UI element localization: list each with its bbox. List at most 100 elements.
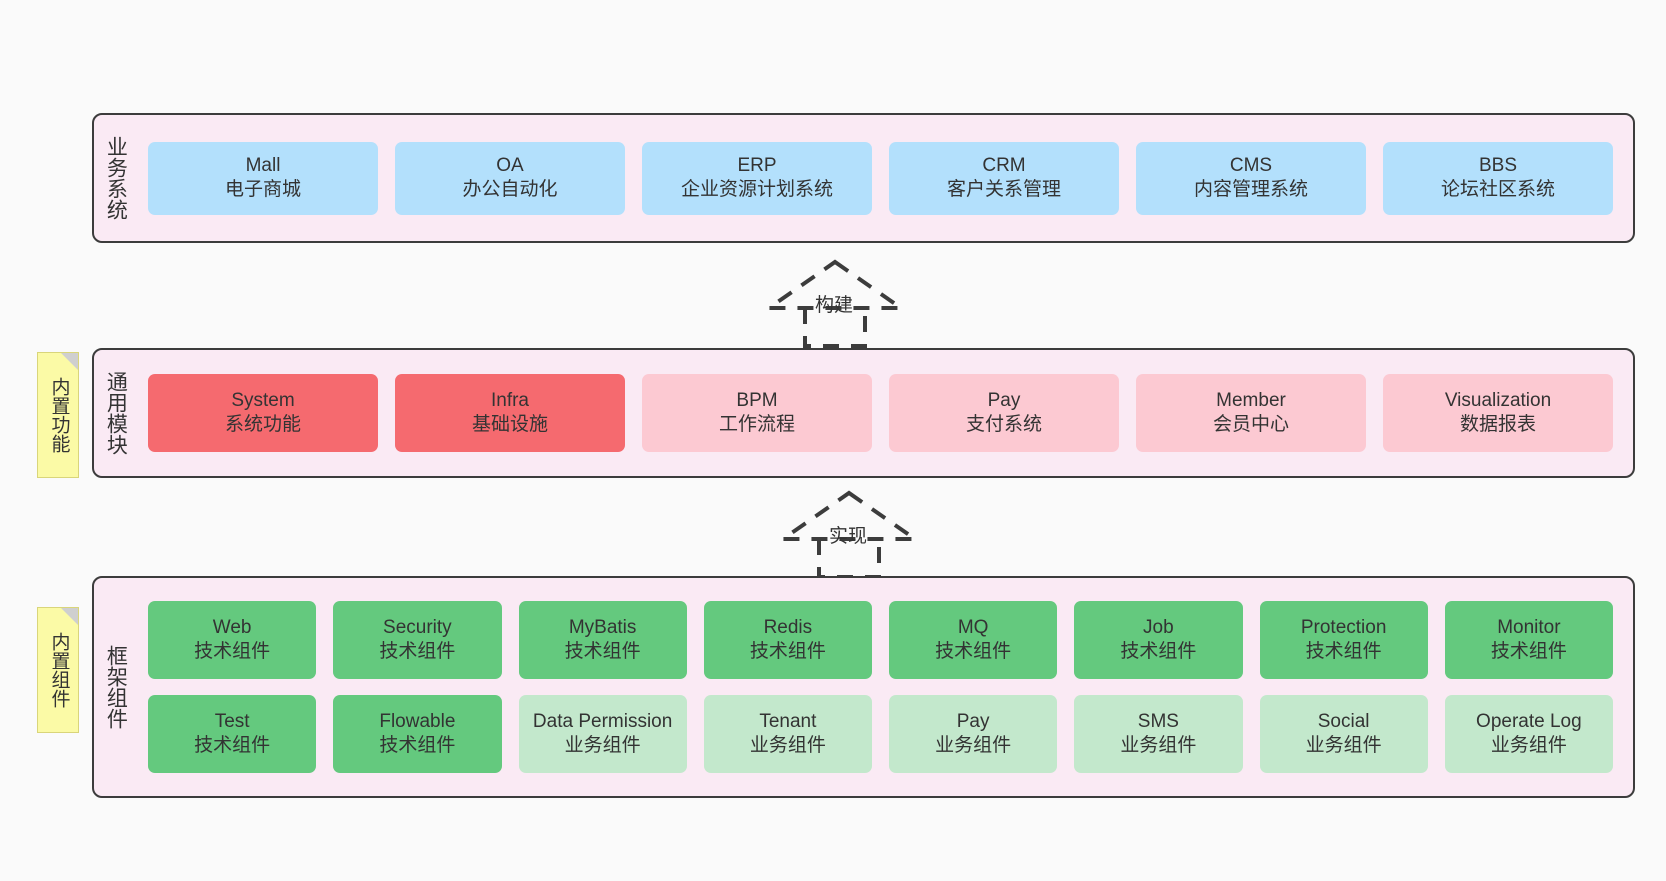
module-card-test[interactable]: Test 技术组件	[148, 695, 317, 773]
module-card-erp[interactable]: ERP 企业资源计划系统	[642, 141, 872, 215]
card-name: OA	[496, 154, 524, 176]
modules-row: System 系统功能 Infra 基础设施 BPM 工作流程 Pay 支付系统…	[148, 374, 1613, 452]
card-name: Redis	[763, 616, 813, 638]
module-card-operate-log[interactable]: Operate Log 业务组件	[1444, 695, 1613, 773]
module-card-cms[interactable]: CMS 内容管理系统	[1136, 141, 1366, 215]
card-name: Monitor	[1497, 616, 1561, 638]
module-card-mybatis[interactable]: MyBatis 技术组件	[518, 601, 687, 679]
layer-title-modules: 通用模块	[104, 371, 128, 455]
sticky-note-label: 内置功能	[48, 377, 70, 453]
card-desc: 技术组件	[194, 735, 271, 756]
card-name: BBS	[1478, 154, 1518, 176]
module-card-system[interactable]: System 系统功能	[148, 374, 378, 452]
sticky-note-builtin-features: 内置功能	[37, 352, 79, 478]
module-card-sms[interactable]: SMS 业务组件	[1074, 695, 1243, 773]
card-desc: 技术组件	[1305, 641, 1382, 662]
module-card-bbs[interactable]: BBS 论坛社区系统	[1383, 141, 1613, 215]
card-name: Test	[214, 710, 250, 732]
module-card-pay[interactable]: Pay 支付系统	[889, 374, 1119, 452]
card-name: Flowable	[379, 710, 456, 732]
card-desc: 技术组件	[935, 641, 1012, 662]
card-name: Mall	[245, 154, 281, 176]
module-card-member[interactable]: Member 会员中心	[1136, 374, 1366, 452]
module-card-monitor[interactable]: Monitor 技术组件	[1444, 601, 1613, 679]
module-card-visualization[interactable]: Visualization 数据报表	[1383, 374, 1613, 452]
card-desc: 办公自动化	[462, 179, 558, 200]
card-desc: 技术组件	[379, 641, 456, 662]
card-desc: 业务组件	[564, 735, 641, 756]
module-card-infra[interactable]: Infra 基础设施	[395, 374, 625, 452]
card-name: ERP	[737, 154, 777, 176]
card-desc: 技术组件	[194, 641, 271, 662]
layer-framework-components: 框架组件 Web 技术组件 Security 技术组件 MyBatis 技术组件…	[92, 576, 1635, 798]
connector-label-build: 构建	[815, 295, 854, 316]
card-desc: 系统功能	[224, 414, 301, 435]
card-name: MQ	[957, 616, 989, 638]
card-desc: 企业资源计划系统	[680, 179, 833, 200]
card-name: Tenant	[759, 710, 817, 732]
card-desc: 电子商城	[224, 179, 301, 200]
card-desc: 论坛社区系统	[1440, 179, 1555, 200]
card-desc: 技术组件	[749, 641, 826, 662]
module-card-protection[interactable]: Protection 技术组件	[1259, 601, 1428, 679]
card-name: Pay	[987, 389, 1021, 411]
business-row: Mall 电子商城 OA 办公自动化 ERP 企业资源计划系统 CRM 客户关系…	[148, 141, 1613, 215]
card-name: CMS	[1229, 154, 1273, 176]
card-name: SMS	[1137, 710, 1179, 732]
layer-business-systems: 业务系统 Mall 电子商城 OA 办公自动化 ERP 企业资源计划系统 CRM…	[92, 113, 1635, 243]
card-desc: 业务组件	[1490, 735, 1567, 756]
layer-body-framework: Web 技术组件 Security 技术组件 MyBatis 技术组件 Redi…	[136, 578, 1633, 796]
card-name: Pay	[956, 710, 990, 732]
card-name: Job	[1143, 616, 1174, 638]
card-name: Operate Log	[1476, 710, 1582, 732]
card-desc: 技术组件	[379, 735, 456, 756]
card-desc: 业务组件	[1305, 735, 1382, 756]
card-desc: 客户关系管理	[946, 179, 1061, 200]
module-card-pay-business[interactable]: Pay 业务组件	[889, 695, 1058, 773]
module-card-social[interactable]: Social 业务组件	[1259, 695, 1428, 773]
layer-title-business: 业务系统	[104, 136, 128, 220]
card-name: Security	[383, 616, 452, 638]
card-desc: 技术组件	[1490, 641, 1567, 662]
module-card-flowable[interactable]: Flowable 技术组件	[333, 695, 502, 773]
card-name: CRM	[982, 154, 1026, 176]
card-desc: 支付系统	[965, 414, 1042, 435]
card-desc: 基础设施	[471, 414, 548, 435]
module-card-bpm[interactable]: BPM 工作流程	[642, 374, 872, 452]
card-name: Data Permission	[532, 710, 673, 732]
card-name: System	[231, 389, 295, 411]
card-desc: 数据报表	[1459, 414, 1536, 435]
card-name: Protection	[1300, 616, 1387, 638]
connector-label-implement: 实现	[829, 526, 868, 547]
card-name: Visualization	[1444, 389, 1552, 411]
module-card-mq[interactable]: MQ 技术组件	[889, 601, 1058, 679]
framework-row-business: Test 技术组件 Flowable 技术组件 Data Permission …	[148, 695, 1613, 773]
sticky-note-builtin-components: 内置组件	[37, 607, 79, 733]
card-desc: 技术组件	[564, 641, 641, 662]
card-desc: 内容管理系统	[1193, 179, 1308, 200]
module-card-data-permission[interactable]: Data Permission 业务组件	[518, 695, 687, 773]
card-name: Member	[1216, 389, 1286, 411]
module-card-tenant[interactable]: Tenant 业务组件	[703, 695, 872, 773]
framework-row-technical: Web 技术组件 Security 技术组件 MyBatis 技术组件 Redi…	[148, 601, 1613, 679]
module-card-mall[interactable]: Mall 电子商城	[148, 141, 378, 215]
module-card-security[interactable]: Security 技术组件	[333, 601, 502, 679]
layer-body-business: Mall 电子商城 OA 办公自动化 ERP 企业资源计划系统 CRM 客户关系…	[136, 115, 1633, 241]
sticky-note-label: 内置组件	[48, 632, 70, 708]
module-card-redis[interactable]: Redis 技术组件	[703, 601, 872, 679]
layer-title-framework: 框架组件	[104, 645, 128, 729]
card-name: BPM	[736, 389, 778, 411]
module-card-job[interactable]: Job 技术组件	[1074, 601, 1243, 679]
card-name: MyBatis	[568, 616, 637, 638]
card-desc: 工作流程	[718, 414, 795, 435]
layer-common-modules: 通用模块 System 系统功能 Infra 基础设施 BPM 工作流程 Pay…	[92, 348, 1635, 478]
card-name: Social	[1317, 710, 1370, 732]
module-card-web[interactable]: Web 技术组件	[148, 601, 317, 679]
card-name: Infra	[490, 389, 530, 411]
card-name: Web	[212, 616, 252, 638]
card-desc: 业务组件	[749, 735, 826, 756]
module-card-crm[interactable]: CRM 客户关系管理	[889, 141, 1119, 215]
layer-body-modules: System 系统功能 Infra 基础设施 BPM 工作流程 Pay 支付系统…	[136, 350, 1633, 476]
card-desc: 业务组件	[1120, 735, 1197, 756]
module-card-oa[interactable]: OA 办公自动化	[395, 141, 625, 215]
